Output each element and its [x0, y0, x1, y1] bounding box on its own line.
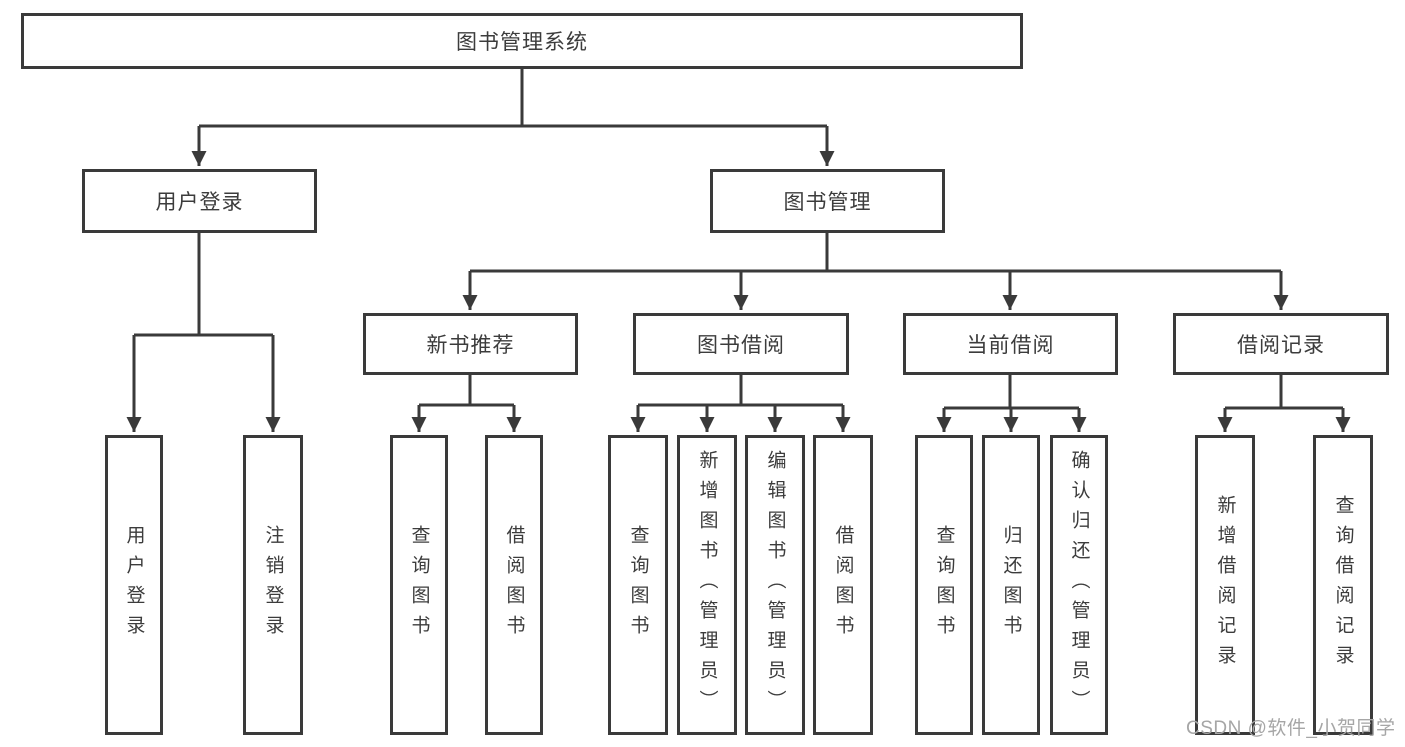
- leaf-query-books-borrowing: 查询图书: [608, 435, 668, 735]
- node-label: 借阅图书: [832, 525, 854, 645]
- node-label: 查询图书: [627, 525, 649, 645]
- node-user-login: 用户登录: [82, 169, 317, 233]
- node-label: 借阅图书: [503, 525, 525, 645]
- leaf-confirm-return-admin: 确认归还（管理员）: [1050, 435, 1108, 735]
- node-label: 图书借阅: [697, 334, 785, 357]
- node-label: 图书管理系统: [456, 31, 588, 54]
- node-label: 新书推荐: [426, 334, 515, 357]
- leaf-add-book-admin: 新增图书（管理员）: [677, 435, 737, 735]
- leaf-borrow-books-recommend: 借阅图书: [485, 435, 543, 735]
- node-book-borrowing: 图书借阅: [633, 313, 849, 375]
- node-label: 当前借阅: [966, 334, 1055, 357]
- node-label: 确认归还（管理员）: [1068, 450, 1090, 720]
- leaf-return-books: 归还图书: [982, 435, 1040, 735]
- node-label: 编辑图书（管理员）: [764, 450, 786, 720]
- node-current-borrowing: 当前借阅: [903, 313, 1118, 375]
- leaf-user-login: 用户登录: [105, 435, 163, 735]
- node-label: 用户登录: [155, 191, 244, 214]
- node-book-management: 图书管理: [710, 169, 945, 233]
- node-label: 查询图书: [933, 525, 955, 645]
- leaf-add-borrow-record: 新增借阅记录: [1195, 435, 1255, 735]
- node-label: 新增借阅记录: [1214, 495, 1236, 675]
- leaf-logout: 注销登录: [243, 435, 303, 735]
- node-new-book-recommendation: 新书推荐: [363, 313, 578, 375]
- leaf-query-books-current: 查询图书: [915, 435, 973, 735]
- node-library-management-system: 图书管理系统: [21, 13, 1023, 69]
- node-label: 归还图书: [1000, 525, 1022, 645]
- leaf-edit-book-admin: 编辑图书（管理员）: [745, 435, 805, 735]
- node-label: 查询图书: [408, 525, 430, 645]
- leaf-query-borrow-record: 查询借阅记录: [1313, 435, 1373, 735]
- node-label: 查询借阅记录: [1332, 495, 1354, 675]
- leaf-borrow-books: 借阅图书: [813, 435, 873, 735]
- csdn-watermark: CSDN @软件_小贺同学: [1186, 718, 1396, 739]
- node-label: 图书管理: [783, 191, 872, 214]
- node-label: 新增图书（管理员）: [696, 450, 718, 720]
- leaf-query-books-recommend: 查询图书: [390, 435, 448, 735]
- node-borrowing-records: 借阅记录: [1173, 313, 1389, 375]
- node-label: 注销登录: [262, 525, 284, 645]
- node-label: 用户登录: [123, 525, 145, 645]
- node-label: 借阅记录: [1237, 334, 1325, 357]
